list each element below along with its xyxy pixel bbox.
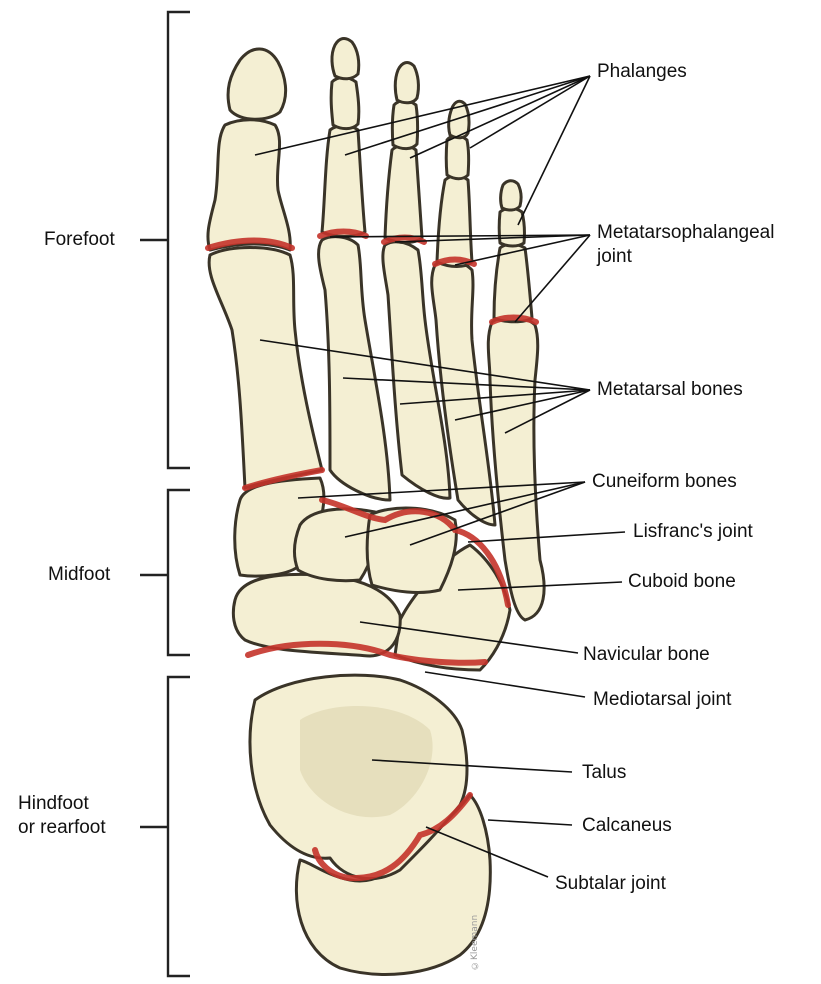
subtalar-joint-label: Subtalar joint bbox=[555, 872, 666, 896]
intermediate-cuneiform-bone bbox=[294, 509, 376, 581]
artist-signature: ©Kleemann bbox=[470, 900, 484, 970]
hindfoot-label: Hindfoot or rearfoot bbox=[18, 792, 106, 840]
midfoot-bracket bbox=[140, 490, 190, 655]
midfoot-label: Midfoot bbox=[48, 563, 110, 587]
toe2-middle-phalanx bbox=[331, 78, 359, 129]
mediotarsal-joint-label: Mediotarsal joint bbox=[593, 688, 731, 712]
hallux-proximal-phalanx bbox=[208, 120, 290, 250]
metatarsal-bones-label: Metatarsal bones bbox=[597, 378, 743, 402]
hindfoot-bracket bbox=[140, 677, 190, 976]
toe2-proximal-phalanx bbox=[322, 126, 365, 237]
toe4-proximal-phalanx bbox=[437, 176, 472, 267]
toe4-middle-phalanx bbox=[446, 136, 468, 179]
hallux-distal-phalanx bbox=[228, 49, 286, 119]
cuboid-bone-label: Cuboid bone bbox=[628, 570, 736, 594]
metatarsal-2 bbox=[319, 237, 390, 500]
navicular-bone-label: Navicular bone bbox=[583, 643, 710, 667]
talus-label: Talus bbox=[582, 761, 626, 785]
toe3-proximal-phalanx bbox=[385, 146, 422, 243]
toe5-distal-phalanx bbox=[501, 181, 521, 210]
forefoot-bracket bbox=[140, 12, 190, 468]
forefoot-label: Forefoot bbox=[44, 228, 115, 252]
metatarsal-1 bbox=[209, 248, 322, 489]
toe5-middle-phalanx bbox=[499, 208, 524, 246]
toe2-distal-phalanx bbox=[332, 38, 359, 78]
toe3-distal-phalanx bbox=[395, 63, 418, 103]
lisfrancs-joint-label: Lisfranc's joint bbox=[633, 520, 753, 544]
cuneiform-bones-label: Cuneiform bones bbox=[592, 470, 737, 494]
calcaneus-label: Calcaneus bbox=[582, 814, 672, 838]
toe3-middle-phalanx bbox=[392, 101, 417, 149]
metatarsophalangeal-joint-label: Metatarsophalangeal joint bbox=[597, 221, 774, 269]
phalanges-label: Phalanges bbox=[597, 60, 687, 84]
